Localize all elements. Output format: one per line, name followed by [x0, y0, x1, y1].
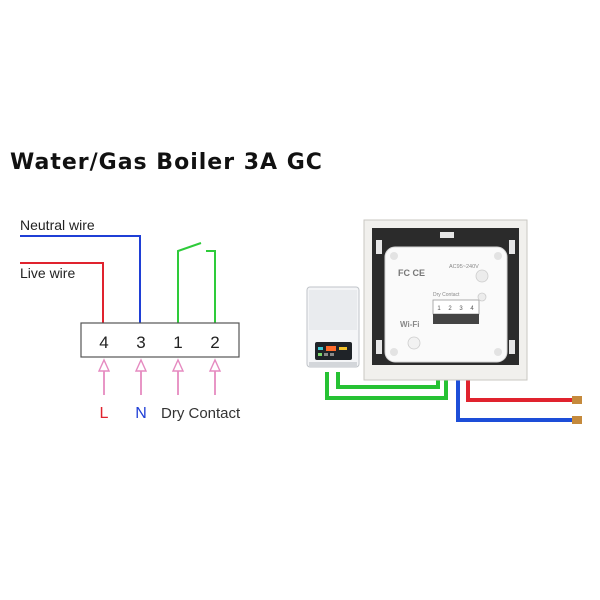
diagram-title: Water/Gas Boiler 3A GC	[10, 150, 323, 175]
terminal-3: 3	[136, 333, 145, 352]
terminal-4: 4	[99, 333, 108, 352]
module-terminal-1: 1	[437, 306, 441, 312]
wire-tip-blue	[572, 416, 582, 424]
arrow-4	[97, 358, 111, 395]
label-dry-contact: Dry Contact	[161, 405, 241, 422]
thermostat-sensor	[475, 269, 489, 283]
label-l: L	[100, 405, 109, 422]
arrow-2	[208, 358, 222, 395]
thermostat-button	[407, 336, 421, 350]
dry-contact-switch	[177, 242, 202, 323]
voltage-text: AC95~240V	[449, 264, 479, 270]
wifi-text: Wi-Fi	[400, 320, 419, 329]
dry-contact-text: Dry Contact	[433, 292, 460, 298]
live-wire-label: Live wire	[20, 265, 75, 281]
dry-contact-wire	[206, 250, 216, 323]
module-terminal-2: 2	[448, 306, 452, 312]
module-terminal-3: 3	[459, 306, 463, 312]
neutral-wire	[20, 235, 141, 323]
label-n: N	[135, 405, 147, 422]
neutral-wire-label: Neutral wire	[20, 217, 95, 233]
terminal-2: 2	[210, 333, 219, 352]
fcc-ce-marks: FC CE	[398, 268, 425, 278]
wire-tip-red	[572, 396, 582, 404]
arrow-1	[171, 358, 185, 395]
terminal-1: 1	[173, 333, 182, 352]
arrow-3	[134, 358, 148, 395]
live-wire	[20, 262, 104, 323]
module-terminal-4: 4	[470, 306, 474, 312]
terminal-block	[80, 322, 240, 358]
